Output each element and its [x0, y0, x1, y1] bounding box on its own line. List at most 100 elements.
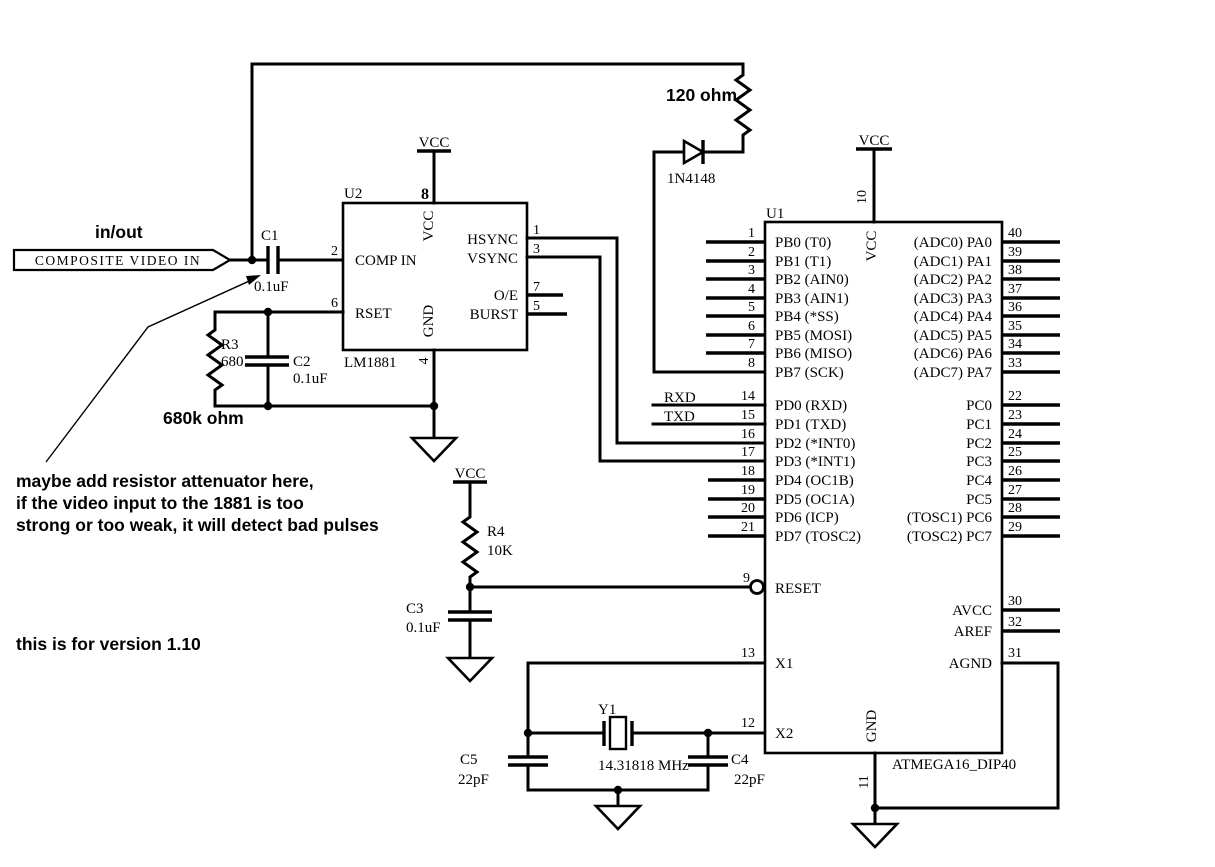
u1-pin-label-pa6: (ADC6) PA6 — [914, 346, 993, 362]
u2-pin-num-1: 1 — [533, 223, 540, 238]
diode-1n4148: 1N4148 — [652, 138, 767, 374]
wire-hsync-to-pd2 — [525, 236, 767, 445]
u1-vcc-symbol-label: VCC — [859, 133, 890, 149]
u1-pin-num-29: 29 — [1008, 520, 1022, 535]
u1-pin-label-pc6: (TOSC1) PC6 — [907, 510, 993, 526]
u1-pin-label-pb1: PB1 (T1) — [775, 254, 831, 270]
resistor-r3: R3 680 — [205, 310, 244, 408]
u1-pin-label-pa5: (ADC5) PA5 — [914, 328, 992, 344]
r3-ref: R3 — [221, 337, 239, 353]
u1-pin-num-34: 34 — [1008, 337, 1022, 352]
r4-body — [460, 480, 480, 589]
ground-symbol — [408, 436, 460, 463]
ground-symbol — [849, 822, 901, 849]
u2-pin-num-7: 7 — [533, 280, 540, 295]
u1-pin-num-30: 30 — [1008, 594, 1022, 609]
u1-pin-label-pa3: (ADC3) PA3 — [914, 291, 992, 307]
attenuator-note-line1: maybe add resistor attenuator here, — [16, 471, 314, 491]
u1-pin-num-8: 8 — [748, 356, 755, 371]
u1-pin-label-pb6: PB6 (MISO) — [775, 346, 852, 362]
u1-pin-label-x2: X2 — [775, 726, 793, 742]
u1-pin-num-15: 15 — [741, 408, 755, 423]
u1-pin-label-pc3: PC3 — [966, 454, 992, 470]
c5-value: 22pF — [458, 772, 489, 788]
u1-pin-label-pd6: PD6 (ICP) — [775, 510, 839, 526]
u1-pin-label-pb4: PB4 (*SS) — [775, 309, 839, 325]
u1-pin-num-26: 26 — [1008, 464, 1022, 479]
u2-pin-label-gnd: GND — [421, 305, 437, 338]
u1-pin-num-13: 13 — [741, 646, 755, 661]
u1-pin-label-avcc: AVCC — [952, 603, 992, 619]
u2-pin-label-vsync: VSYNC — [467, 251, 518, 267]
u2-pin-label-oe: O/E — [494, 288, 518, 304]
u2-pin-label-rset: RSET — [355, 306, 392, 322]
u1-pin-num-2: 2 — [748, 245, 755, 260]
c3-value: 0.1uF — [406, 620, 441, 636]
y1-value: 14.31818 MHz — [598, 758, 689, 774]
u1-pin-num-39: 39 — [1008, 245, 1022, 260]
u1-pin-num-16: 16 — [741, 427, 755, 442]
u1-pin-label-pc4: PC4 — [966, 473, 992, 489]
net-composite-video — [228, 62, 745, 265]
connector-flag — [12, 248, 233, 272]
net-label-rxd: RXD — [664, 390, 696, 406]
crystal-circuit: Y1 14.31818 MHz C5 22pF C4 22pF — [458, 661, 767, 831]
u2-pin-num-5: 5 — [533, 299, 540, 314]
u1-ref: U1 — [766, 206, 784, 222]
r4-ref: R4 — [487, 524, 505, 540]
u1-pin-label-pa0: (ADC0) PA0 — [914, 235, 992, 251]
c2-ref: C2 — [293, 354, 311, 370]
junction-dot — [429, 401, 439, 411]
u1-pin-label-agnd: AGND — [949, 656, 992, 672]
r120-label: 120 ohm — [666, 85, 737, 105]
u1-pin-num-6: 6 — [748, 319, 755, 334]
r3-body — [205, 310, 225, 408]
u1-pin-num-10: 10 — [855, 190, 870, 204]
capacitor-c2: C2 0.1uF — [245, 307, 328, 411]
u1-pin-label-pc1: PC1 — [966, 417, 992, 433]
c1-ref: C1 — [261, 228, 279, 244]
u1-pin-num-40: 40 — [1008, 226, 1022, 241]
u1-pin-label-pd3: PD3 (*INT1) — [775, 454, 855, 470]
u1-pin-label-pb3: PB3 (AIN1) — [775, 291, 849, 307]
u1-pin-num-17: 17 — [741, 445, 755, 460]
u1-pin-num-33: 33 — [1008, 356, 1022, 371]
c4-ref: C4 — [731, 752, 749, 768]
u1-pin-num-14: 14 — [741, 389, 755, 404]
u1-pin-num-21: 21 — [741, 520, 755, 535]
u1-pin-num-20: 20 — [741, 501, 755, 516]
u1-atmega16: U1 ATMEGA16_DIP40 VCC 10 VCC 11 GND — [651, 133, 1060, 849]
u1-pin-num-25: 25 — [1008, 445, 1022, 460]
ground-symbol — [592, 804, 644, 831]
version-note: this is for version 1.10 — [16, 634, 201, 654]
u2-pin-label-hsync: HSYNC — [467, 232, 518, 248]
junction-dot — [247, 255, 257, 265]
r4-vcc-symbol-label: VCC — [455, 466, 486, 482]
u1-pin-num-36: 36 — [1008, 300, 1022, 315]
u2-ref: U2 — [344, 186, 362, 202]
u1-pin-label-pa1: (ADC1) PA1 — [914, 254, 992, 270]
u1-pin-label-pc0: PC0 — [966, 398, 992, 414]
y1-ref: Y1 — [598, 702, 616, 718]
reset-network: VCC R4 10K C3 0.1uF — [406, 466, 765, 683]
capacitor-c1: C1 0.1uF — [254, 228, 345, 295]
u2-lm1881: U2 LM1881 VCC 8 VCC 4 GND COMP IN 2 RSET… — [213, 135, 767, 463]
attenuator-note-line2: if the video input to the 1881 is too — [16, 493, 304, 513]
u1-pin-label-pc7: (TOSC2) PC7 — [907, 529, 993, 545]
u1-part: ATMEGA16_DIP40 — [892, 757, 1016, 773]
attenuator-note-line3: strong or too weak, it will detect bad p… — [16, 515, 379, 535]
reset-inversion-bubble — [749, 579, 765, 595]
u2-vcc-symbol-label: VCC — [419, 135, 450, 151]
wire-x1 — [526, 661, 767, 735]
u1-pin-label-pa7: (ADC7) PA7 — [914, 365, 993, 381]
u1-pin-num-18: 18 — [741, 464, 755, 479]
u2-pin-num-3: 3 — [533, 242, 540, 257]
u1-pin-num-31: 31 — [1008, 646, 1022, 661]
u1-pin-num-5: 5 — [748, 300, 755, 315]
arrow-head — [246, 275, 261, 285]
u1-pin-num-35: 35 — [1008, 319, 1022, 334]
annotation-arrow — [45, 275, 261, 463]
u1-pin-num-12: 12 — [741, 716, 755, 731]
u1-pin-label-pd5: PD5 (OC1A) — [775, 492, 855, 508]
resistor-120ohm: 120 ohm — [666, 62, 753, 154]
